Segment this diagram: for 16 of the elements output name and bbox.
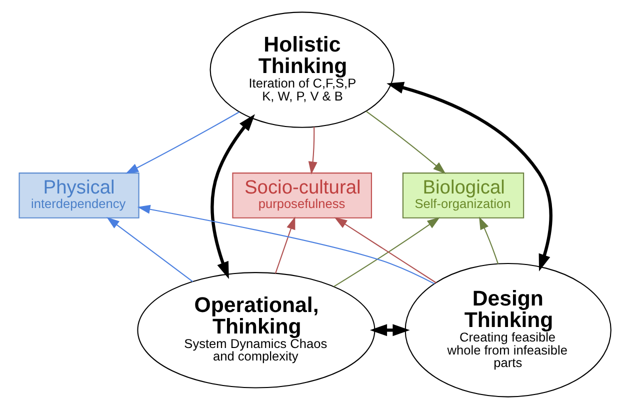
node-ellipse: Design Thinking Creating feasible whole from infeasible parts [404, 262, 611, 398]
arrow [106, 217, 193, 282]
node-ellipse: Holistic Thinking Iteration of C,F,S,P K, W, P, V & B [209, 12, 394, 128]
arrow [369, 324, 410, 336]
arrow [365, 110, 446, 174]
arrow [274, 216, 295, 274]
arrow [386, 82, 552, 272]
node-box: Physical interdependency [18, 172, 139, 218]
arrow [210, 114, 254, 279]
arrow [125, 112, 239, 174]
arrow [308, 126, 317, 174]
node-ellipse: Operational, Thinking System Dynamics Chaos and complexity [136, 272, 375, 388]
node-box: Biological Self-organization [402, 172, 524, 218]
arrow [136, 204, 434, 284]
node-box: Socio-cultural purposefulness [232, 172, 372, 218]
arrow [478, 216, 498, 264]
